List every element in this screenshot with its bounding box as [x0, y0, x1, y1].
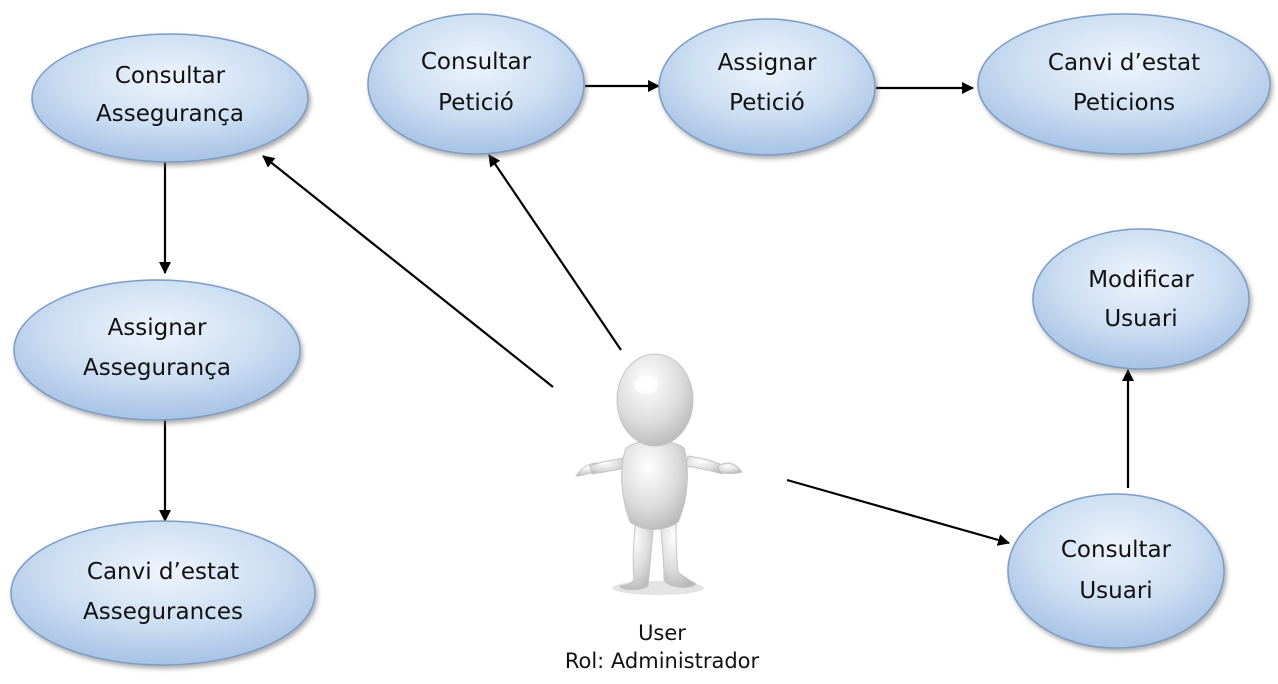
use-case-label-line2: Petició: [438, 90, 514, 116]
use-case-canvi-estat-assegurances: Canvi d’estat Assegurances: [10, 520, 316, 666]
use-case-label-line2: Assegurança: [83, 355, 231, 381]
actor-role: Rol: Administrador: [565, 649, 760, 673]
use-case-label-line2: Usuari: [1104, 306, 1177, 332]
use-case-canvi-estat-peticions: Canvi d’estat Peticions: [977, 13, 1271, 155]
use-case-label-line1: Modificar: [1088, 267, 1194, 293]
use-case-ellipse: [367, 13, 585, 155]
arrow-user-to-consultar-usuari: [786, 478, 1010, 546]
arrow-user-to-consultar-asseguranca: [262, 155, 554, 388]
use-case-ellipse: [1007, 493, 1225, 649]
use-case-label-line1: Consultar: [1061, 537, 1172, 563]
use-case-label-line2: Assegurances: [83, 599, 243, 625]
use-case-label-line1: Consultar: [421, 49, 532, 75]
use-case-label-line2: Usuari: [1079, 578, 1152, 604]
use-case-consultar-asseguranca: Consultar Assegurança: [31, 33, 309, 163]
use-case-ellipse: [658, 18, 876, 156]
use-case-ellipse: [13, 279, 301, 421]
arrow-user-to-consultar-peticio: [488, 154, 622, 351]
use-case-label-line1: Assignar: [718, 50, 817, 76]
use-case-ellipse: [10, 520, 316, 666]
user-figure-icon: [575, 353, 743, 595]
use-case-consultar-peticio: Consultar Petició: [367, 13, 585, 155]
actor-name: User: [638, 621, 686, 645]
use-case-ellipse: [31, 33, 309, 163]
use-case-ellipse: [1032, 228, 1250, 370]
use-case-assignar-peticio: Assignar Petició: [658, 18, 876, 156]
use-case-label-line1: Canvi d’estat: [87, 559, 239, 585]
use-case-label-line1: Assignar: [108, 315, 207, 341]
use-case-modificar-usuari: Modificar Usuari: [1032, 228, 1250, 370]
use-case-label-line1: Canvi d’estat: [1048, 50, 1200, 76]
use-case-consultar-usuari: Consultar Usuari: [1007, 493, 1225, 649]
use-case-assignar-asseguranca: Assignar Assegurança: [13, 279, 301, 421]
use-case-label-line2: Peticions: [1073, 90, 1175, 116]
use-case-ellipse: [977, 13, 1271, 155]
use-case-label-line1: Consultar: [115, 63, 226, 89]
use-case-label-line2: Assegurança: [96, 101, 244, 127]
connectors: [159, 80, 1134, 546]
use-case-label-line2: Petició: [729, 90, 805, 116]
